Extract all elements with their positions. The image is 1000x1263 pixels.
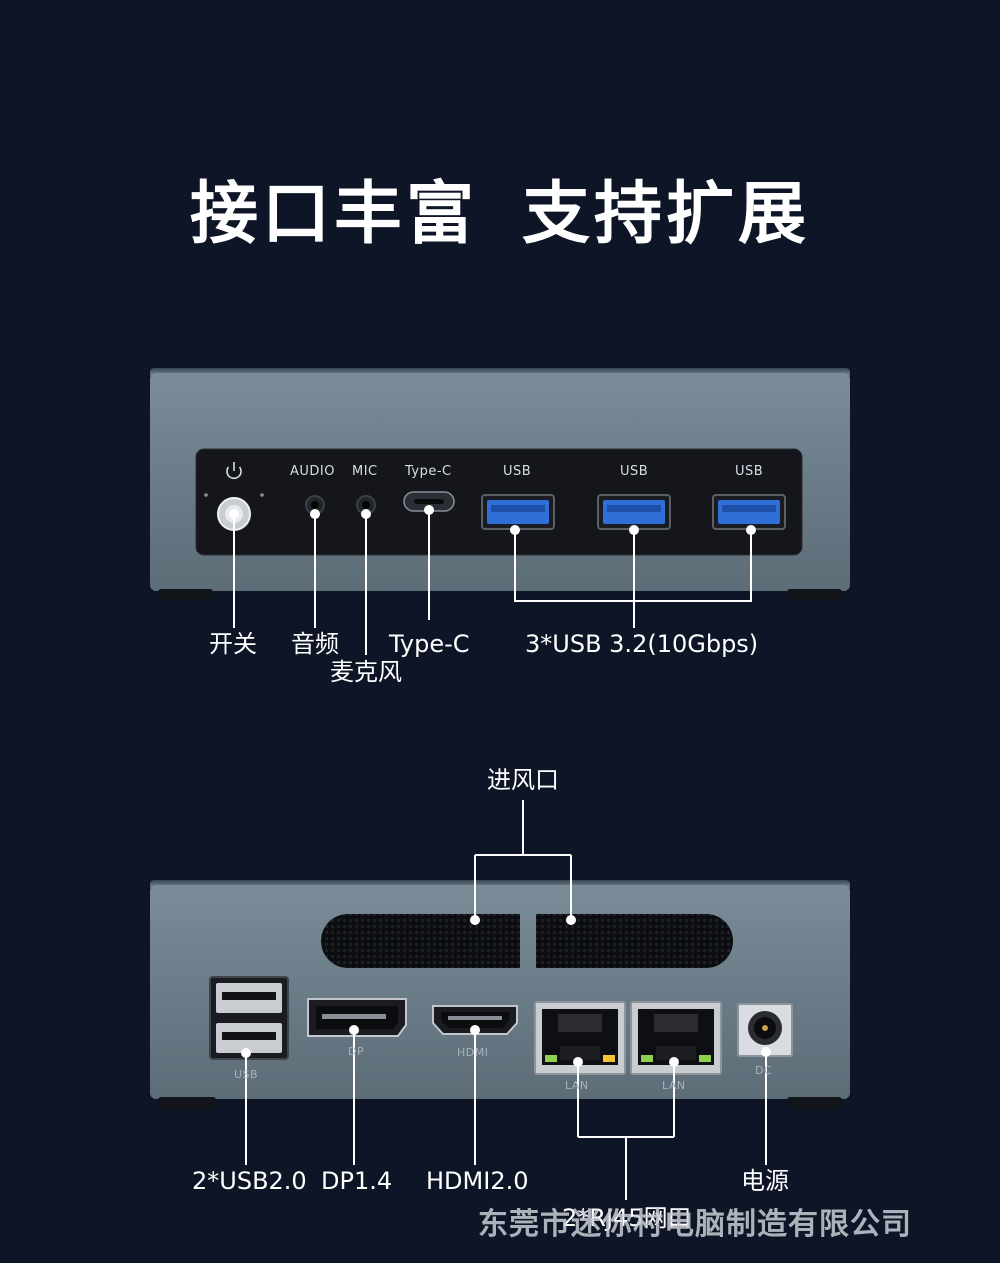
dc-power-jack [737,1003,793,1057]
front-device [150,368,850,655]
rear-callout-lines [241,800,771,1200]
callout-air-intake: 进风口 [487,766,559,794]
front-foot-right [787,589,842,601]
usb2-stack [209,976,289,1060]
rear-usb-port-label: USB [234,1068,259,1081]
rear-dc-port-label: DC [755,1064,773,1077]
callout-mic: 麦克风 [330,658,402,686]
front-usb-port-label-2: USB [620,464,649,479]
displayport [307,998,407,1037]
usb3-port-3 [712,494,786,530]
lan-port-2 [630,1001,722,1075]
front-foot-left [158,589,213,601]
air-intake-vent-left [321,914,520,968]
front-typec-port-label: Type-C [405,464,452,479]
callout-dc-power: 电源 [741,1167,789,1195]
front-callout-lines [229,505,756,655]
callout-usb3: 3*USB 3.2(10Gbps) [525,630,759,658]
power-symbol-icon [226,462,242,480]
rear-lan-port-label-2: LAN [662,1079,686,1092]
callout-hdmi: HDMI2.0 [426,1167,529,1195]
audio-jack-hole [311,501,319,509]
rear-foot-right [787,1097,842,1109]
usb3-port-2 [597,494,671,530]
air-intake-vent-right [536,914,733,968]
typec-port-tongue [414,499,444,504]
front-mic-port-label: MIC [352,464,378,479]
power-led-right [260,493,264,497]
rear-dp-port-label: DP [348,1045,365,1058]
power-led-left [204,493,208,497]
rear-device [150,800,850,1200]
rear-foot-left [158,1097,216,1109]
callout-audio: 音频 [291,630,339,658]
company-watermark: 东莞市迷你村电脑制造有限公司 [478,1207,912,1242]
callout-dp: DP1.4 [321,1167,393,1195]
front-usb-port-label-3: USB [735,464,764,479]
callout-power-switch: 开关 [209,630,257,658]
hdmi-port [432,1005,518,1035]
headline: 接口丰富支持扩展 [0,158,1000,257]
lan-port-1 [534,1001,626,1075]
callout-lan: 2*RJ45网口 [562,1204,692,1232]
callout-typec: Type-C [389,630,470,658]
front-usb-port-label-1: USB [503,464,532,479]
callout-usb2: 2*USB2.0 [192,1167,307,1195]
usb3-port-1 [481,494,555,530]
rear-lan-port-label-1: LAN [565,1079,589,1092]
headline-part2: 支持扩展 [522,175,811,254]
headline-part1: 接口丰富 [189,175,478,254]
front-audio-port-label: AUDIO [290,464,335,479]
rear-hdmi-port-label: HDMI [457,1046,489,1059]
mic-jack-hole [362,501,370,509]
